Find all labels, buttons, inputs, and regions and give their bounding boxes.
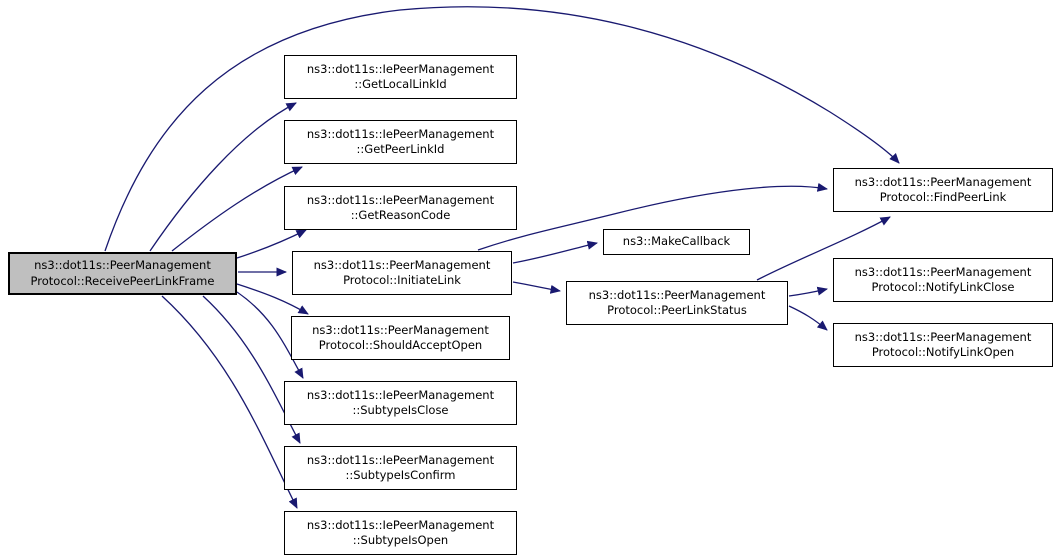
edge-receive-to-subtype-is-open <box>161 295 298 509</box>
node-subtype-is-confirm[interactable]: ns3::dot11s::IePeerManagement ::SubtypeI… <box>284 446 517 490</box>
node-subtype-is-open[interactable]: ns3::dot11s::IePeerManagement ::SubtypeI… <box>284 511 517 555</box>
node-label: ns3::dot11s::PeerManagement <box>854 264 1032 279</box>
node-label: ns3::dot11s::PeerManagement <box>312 322 489 337</box>
edge-initiate-link-to-make-callback <box>512 240 598 264</box>
node-get-reason-code[interactable]: ns3::dot11s::IePeerManagement ::GetReaso… <box>284 186 517 230</box>
node-label: Protocol::NotifyLinkOpen <box>871 345 1015 359</box>
node-notify-link-close[interactable]: ns3::dot11s::PeerManagement Protocol::No… <box>833 258 1053 302</box>
node-label: Protocol::ReceivePeerLinkFrame <box>30 273 215 288</box>
node-label: ns3::dot11s::PeerManagement <box>34 258 211 273</box>
edge-initiate-link-to-peer-link-status <box>512 281 561 294</box>
node-label: Protocol::ShouldAcceptOpen <box>318 338 483 352</box>
node-label: Protocol::NotifyLinkClose <box>871 280 1015 294</box>
node-label: ::GetLocalLinkId <box>354 77 447 91</box>
node-get-peer-link-id[interactable]: ns3::dot11s::IePeerManagement ::GetPeerL… <box>284 120 517 164</box>
node-initiate-link[interactable]: ns3::dot11s::PeerManagement Protocol::In… <box>292 251 512 295</box>
node-label: ns3::dot11s::IePeerManagement <box>306 126 495 141</box>
node-label: ::SubtypeIsClose <box>352 403 449 417</box>
node-label: ns3::dot11s::PeerManagement <box>854 329 1032 344</box>
node-receive-peer-link-frame: ns3::dot11s::PeerManagement Protocol::Re… <box>8 252 237 295</box>
node-label: Protocol::InitiateLink <box>343 273 461 287</box>
edge-receive-to-get-peer-link-id <box>171 166 303 252</box>
node-label: Protocol::PeerLinkStatus <box>607 303 747 317</box>
edge-peer-link-status-to-notify-link-open <box>788 305 828 331</box>
node-label: ::SubtypeIsOpen <box>352 533 449 547</box>
node-peer-link-status[interactable]: ns3::dot11s::PeerManagement Protocol::Pe… <box>566 281 788 325</box>
node-label: ns3::MakeCallback <box>622 234 731 249</box>
node-notify-link-open[interactable]: ns3::dot11s::PeerManagement Protocol::No… <box>833 323 1053 367</box>
node-get-local-link-id[interactable]: ns3::dot11s::IePeerManagement ::GetLocal… <box>284 55 517 99</box>
node-label: ::GetPeerLinkId <box>356 142 445 156</box>
node-label: ns3::dot11s::PeerManagement <box>854 174 1032 189</box>
node-find-peer-link[interactable]: ns3::dot11s::PeerManagement Protocol::Fi… <box>833 168 1053 212</box>
node-label: ns3::dot11s::IePeerManagement <box>306 517 495 532</box>
node-subtype-is-close[interactable]: ns3::dot11s::IePeerManagement ::SubtypeI… <box>284 381 517 425</box>
node-should-accept-open[interactable]: ns3::dot11s::PeerManagement Protocol::Sh… <box>291 316 510 360</box>
edge-peer-link-status-to-notify-link-close <box>788 286 828 297</box>
node-label: Protocol::FindPeerLink <box>879 190 1007 204</box>
node-label: ns3::dot11s::PeerManagement <box>313 257 491 272</box>
node-label: ns3::dot11s::PeerManagement <box>588 287 766 302</box>
node-label: ::GetReasonCode <box>350 208 451 222</box>
node-label: ns3::dot11s::IePeerManagement <box>306 387 495 402</box>
node-label: ns3::dot11s::IePeerManagement <box>306 452 495 467</box>
node-label: ns3::dot11s::IePeerManagement <box>306 61 495 76</box>
node-label: ns3::dot11s::IePeerManagement <box>306 192 495 207</box>
node-label: ::SubtypeIsConfirm <box>345 468 456 482</box>
node-make-callback[interactable]: ns3::MakeCallback <box>603 229 750 255</box>
edge-receive-to-get-local-link-id <box>149 102 297 252</box>
